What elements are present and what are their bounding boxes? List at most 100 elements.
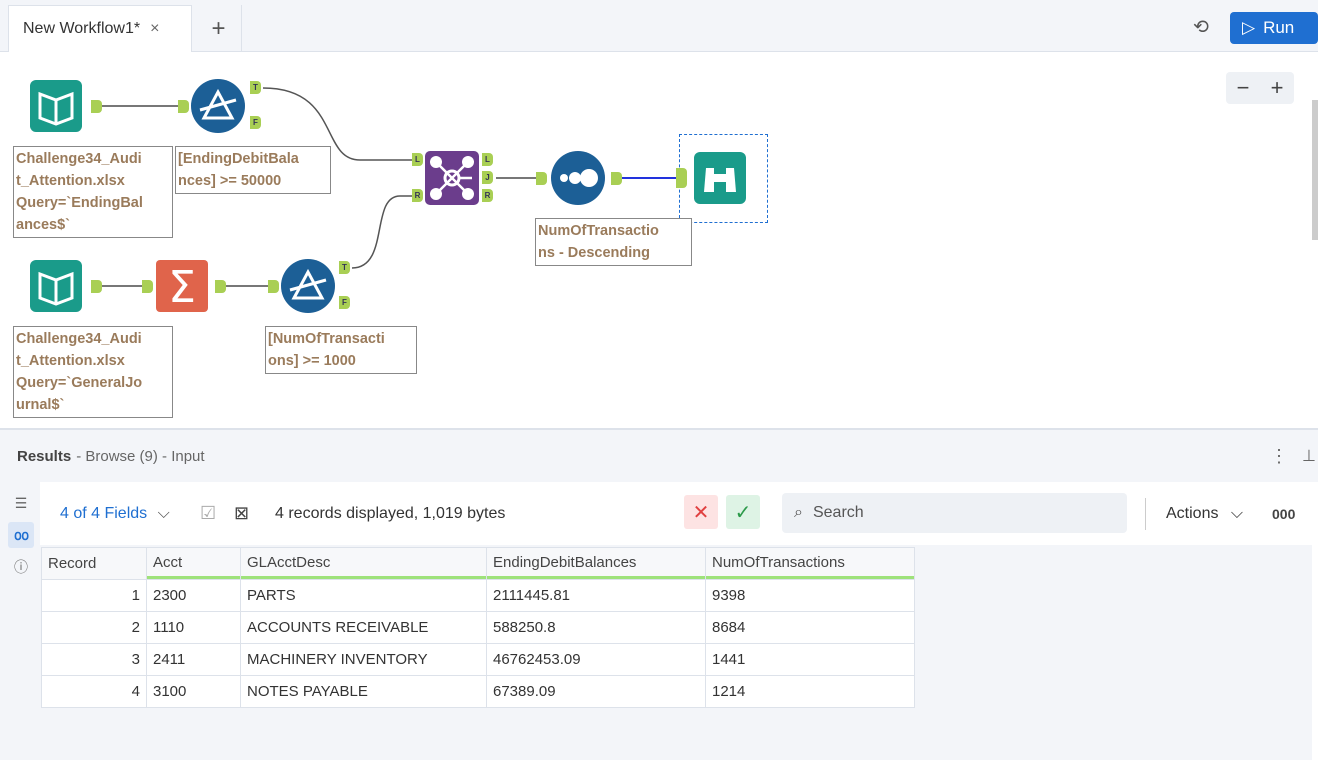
zoom-out-button[interactable]: − (1236, 75, 1250, 100)
join-output-anchor[interactable]: J (482, 171, 493, 184)
tab-bar: New Workflow1*× + ⟲ ▷ Run (0, 0, 1318, 52)
cell-balance: 588250.8 (487, 612, 705, 643)
svg-text:Σ: Σ (168, 262, 196, 313)
binoculars-icon[interactable]: ൦൦ (8, 522, 34, 548)
left-output-anchor[interactable]: L (482, 153, 493, 166)
browse-tool[interactable] (692, 150, 748, 206)
results-table-area: Record Acct GLAcctDesc EndingDebitBalanc… (40, 545, 1312, 760)
chevron-down-icon: ⌵ (1230, 504, 1244, 522)
input-data-tool[interactable] (28, 78, 84, 134)
connection (351, 195, 412, 269)
true-anchor[interactable]: T (250, 81, 261, 94)
check-all-icon[interactable]: ☑ (200, 503, 217, 523)
play-icon: ▷ (1242, 18, 1256, 37)
cell-desc: PARTS (241, 580, 486, 611)
annotation-filter2: [NumOfTransacti ons] >= 1000 (265, 326, 417, 374)
cell-transactions: 1214 (706, 676, 914, 707)
input-data-tool[interactable] (28, 258, 84, 314)
filter-icon (281, 259, 335, 313)
actions-dropdown[interactable]: Actions ⌵ (1166, 505, 1243, 523)
more-vertical-icon[interactable]: ⋮ (1270, 445, 1288, 466)
input-anchor[interactable] (536, 172, 547, 185)
fields-label: 4 of 4 Fields (60, 504, 148, 522)
filter-icon (191, 79, 245, 133)
list-icon[interactable]: ☰ (14, 494, 28, 511)
filter-tool[interactable] (190, 78, 246, 134)
join-tool[interactable] (424, 150, 480, 206)
input-anchor[interactable] (676, 168, 687, 188)
uncheck-all-icon[interactable]: ⊠ (234, 503, 250, 523)
results-subtitle: - Browse (9) - Input (76, 447, 205, 465)
pin-icon[interactable]: ⊥ (1302, 448, 1316, 465)
input-anchor[interactable] (178, 100, 189, 113)
column-header-record[interactable]: Record (42, 548, 146, 579)
cell-transactions: 1441 (706, 644, 914, 675)
sort-icon (551, 151, 605, 205)
true-anchor[interactable]: T (339, 261, 350, 274)
cell-record: 2 (42, 612, 146, 643)
header-row: Record Acct GLAcctDesc EndingDebitBalanc… (42, 548, 914, 579)
history-icon[interactable]: ⟲ (1193, 17, 1209, 38)
cancel-button[interactable]: ✕ (684, 495, 718, 529)
results-table: Record Acct GLAcctDesc EndingDebitBalanc… (41, 547, 915, 708)
false-anchor[interactable]: F (250, 116, 261, 129)
fields-dropdown[interactable]: 4 of 4 Fields ⌵ (60, 505, 170, 523)
connections (102, 87, 678, 287)
column-header-endingdebitbalances[interactable]: EndingDebitBalances (487, 548, 705, 579)
cell-desc: NOTES PAYABLE (241, 676, 486, 707)
annotation-input1: Challenge34_Audi t_Attention.xlsx Query=… (13, 146, 173, 238)
help-icon[interactable]: ⓘ (14, 559, 28, 575)
run-label: Run (1263, 18, 1295, 37)
output-anchor[interactable] (611, 172, 622, 185)
column-header-acct[interactable]: Acct (147, 548, 240, 579)
right-output-anchor[interactable]: R (482, 189, 493, 202)
cell-record: 3 (42, 644, 146, 675)
right-input-anchor[interactable]: R (412, 189, 423, 202)
input-anchor[interactable] (268, 280, 279, 293)
output-anchor[interactable] (91, 280, 102, 293)
cell-desc: ACCOUNTS RECEIVABLE (241, 612, 486, 643)
sort-tool[interactable] (550, 150, 606, 206)
output-anchor[interactable] (91, 100, 102, 113)
more-options-button[interactable]: 000 (1272, 505, 1296, 522)
book-icon (30, 260, 82, 312)
workflow-canvas[interactable]: T F Σ T F L R L J R Challenge34_Audi t_A… (0, 52, 1318, 428)
close-icon[interactable]: × (150, 20, 160, 37)
apply-button[interactable]: ✓ (726, 495, 760, 529)
annotation-filter1: [EndingDebitBala nces] >= 50000 (175, 146, 331, 194)
search-placeholder: Search (812, 504, 864, 521)
cell-acct: 1110 (147, 612, 240, 643)
column-header-glacctdesc[interactable]: GLAcctDesc (241, 548, 486, 579)
filter-tool[interactable] (280, 258, 336, 314)
output-anchor[interactable] (215, 280, 226, 293)
results-toolbar: 4 of 4 Fields ⌵ ☑ ⊠ 4 records displayed,… (40, 482, 1318, 545)
annotation-input2: Challenge34_Audi t_Attention.xlsx Query=… (13, 326, 173, 418)
left-input-anchor[interactable]: L (412, 153, 423, 166)
cell-record: 4 (42, 676, 146, 707)
results-header: Results- Browse (9) - Input ⋮ ⊥ (0, 428, 1318, 482)
cell-balance: 2111445.81 (487, 580, 705, 611)
input-anchor[interactable] (142, 280, 153, 293)
zoom-controls: −+ (1226, 72, 1294, 104)
zoom-in-button[interactable]: + (1270, 75, 1284, 100)
divider (1145, 498, 1146, 530)
cell-record: 1 (42, 580, 146, 611)
false-anchor[interactable]: F (339, 296, 350, 309)
connection (262, 87, 412, 161)
add-tab-button[interactable]: + (196, 5, 242, 52)
join-icon (425, 151, 479, 205)
tab-new-workflow[interactable]: New Workflow1*× (8, 5, 192, 52)
chevron-down-icon: ⌵ (157, 504, 170, 522)
search-input[interactable]: ⌕Search (782, 493, 1127, 533)
canvas-scrollbar[interactable] (1312, 100, 1318, 240)
cell-transactions: 8684 (706, 612, 914, 643)
summarize-tool[interactable]: Σ (154, 258, 210, 314)
run-button[interactable]: ▷ Run (1230, 12, 1318, 44)
annotation-sort: NumOfTransactio ns - Descending (535, 218, 692, 266)
records-summary: 4 records displayed, 1,019 bytes (275, 504, 506, 522)
column-header-numoftransactions[interactable]: NumOfTransactions (706, 548, 914, 579)
